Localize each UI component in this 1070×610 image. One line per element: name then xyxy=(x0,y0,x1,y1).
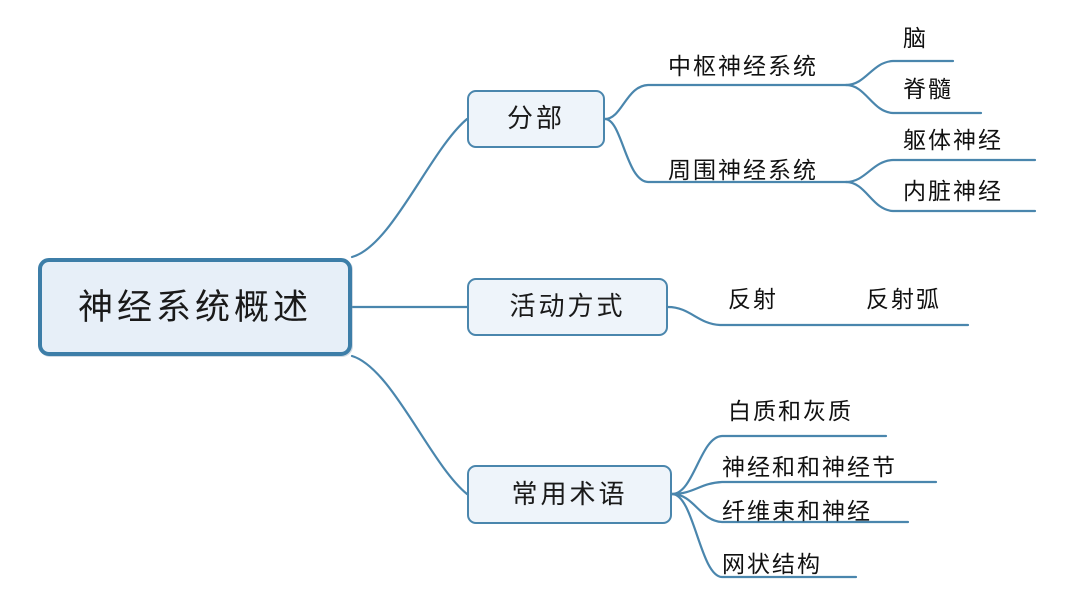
leaf-fiber-tract-and-nerve[interactable]: 纤维束和神经 xyxy=(722,499,872,524)
wire-fenbu-to-cns xyxy=(603,83,848,121)
root-node[interactable]: 神经系统概述 xyxy=(38,258,352,356)
leaf-somatic-nerve[interactable]: 躯体神经 xyxy=(903,128,1003,153)
branch-node-fenbu-label: 分部 xyxy=(506,104,565,133)
leaf-spinal-cord[interactable]: 脊髓 xyxy=(903,77,953,102)
leaf-nerve-and-ganglion[interactable]: 神经和和神经节 xyxy=(722,455,897,480)
leaf-white-and-gray-matter[interactable]: 白质和灰质 xyxy=(728,399,853,424)
leaf-reticular-formation[interactable]: 网状结构 xyxy=(722,552,822,577)
leaf-central-nervous-system[interactable]: 中枢神经系统 xyxy=(668,54,818,79)
leaf-reflex-arc[interactable]: 反射弧 xyxy=(866,287,941,312)
leaf-peripheral-nervous-system[interactable]: 周围神经系统 xyxy=(668,158,818,183)
branch-node-changyongshuyu[interactable]: 常用术语 xyxy=(467,465,672,524)
root-node-label: 神经系统概述 xyxy=(77,287,312,327)
branch-node-huodongfangshi-label: 活动方式 xyxy=(509,292,626,321)
branch-node-changyongshuyu-label: 常用术语 xyxy=(511,479,628,509)
wire-root-to-shuyu xyxy=(350,354,469,496)
wire-root-to-fenbu xyxy=(350,117,469,259)
branch-node-fenbu[interactable]: 分部 xyxy=(467,90,605,148)
branch-node-huodongfangshi[interactable]: 活动方式 xyxy=(467,278,668,336)
leaf-reflex[interactable]: 反射 xyxy=(728,287,778,312)
leaf-brain[interactable]: 脑 xyxy=(903,26,928,51)
wire-shuyu-to-ganglion xyxy=(670,480,938,496)
leaf-visceral-nerve[interactable]: 内脏神经 xyxy=(903,179,1003,204)
